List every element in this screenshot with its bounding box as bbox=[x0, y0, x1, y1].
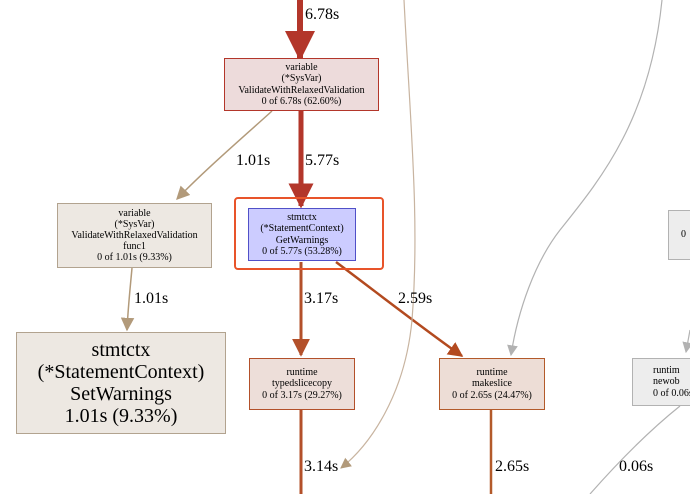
edge-top-right-to-makeslice bbox=[507, 0, 663, 357]
node-line: 0 of 0.06s bbox=[653, 387, 690, 399]
node-line: GetWarnings bbox=[275, 234, 329, 246]
node-line: 0 of 5.77s (53.28%) bbox=[262, 245, 342, 257]
edge-label-newobject-in: 0.06s bbox=[619, 458, 654, 475]
edge-label-getwarnings-to-typedslicecopy: 3.17s bbox=[304, 290, 339, 307]
edge-newobject-in bbox=[589, 405, 681, 494]
node-line: variable bbox=[285, 62, 318, 74]
node-line: ValidateWithRelaxedValidation bbox=[238, 84, 365, 96]
node-line: typedslicecopy bbox=[272, 378, 332, 390]
node-line: stmtctx bbox=[91, 339, 151, 361]
edge-label-top-in: 6.78s bbox=[305, 6, 340, 23]
node-line: (*StatementContext) bbox=[37, 361, 205, 383]
node-line: 0 of 3.17s (29.27%) bbox=[262, 389, 342, 401]
node-line: 0 of 6.78s (62.60%) bbox=[261, 95, 342, 107]
edge-getwarnings-to-makeslice bbox=[335, 261, 464, 358]
node-typedslicecopy[interactable]: runtime typedslicecopy 0 of 3.17s (29.27… bbox=[249, 358, 355, 410]
edge-func1-to-setwarnings bbox=[120, 267, 135, 332]
node-set-warnings[interactable]: stmtctx (*StatementContext) SetWarnings … bbox=[16, 332, 226, 434]
node-line: 1.01s (9.33%) bbox=[64, 405, 178, 427]
node-validate-func1[interactable]: variable (*SysVar) ValidateWithRelaxedVa… bbox=[57, 203, 212, 268]
edge-label-getwarnings-to-makeslice: 2.59s bbox=[398, 290, 433, 307]
node-newobject-partial[interactable]: runtim newob 0 of 0.06s bbox=[632, 358, 690, 406]
edge-label-func1-to-setwarnings: 1.01s bbox=[134, 290, 169, 307]
edge-label-validate-to-getwarnings: 5.77s bbox=[305, 152, 340, 169]
edge-validate-to-func1 bbox=[176, 110, 273, 200]
edge-label-typedslicecopy-out: 3.14s bbox=[304, 458, 339, 475]
focus-highlight bbox=[234, 197, 384, 270]
node-line: func1 bbox=[123, 241, 146, 253]
node-line: (*SysVar) bbox=[281, 73, 322, 85]
edge-into-newobject-right bbox=[682, 329, 690, 354]
node-line: makeslice bbox=[472, 378, 512, 390]
node-line: runtim bbox=[653, 365, 680, 377]
edge-label-validate-to-func1: 1.01s bbox=[236, 152, 271, 169]
edge-label-makeslice-out: 2.65s bbox=[495, 458, 530, 475]
node-line: 0 of 1.01s (9.33%) bbox=[97, 252, 172, 264]
node-line: 0 bbox=[681, 229, 686, 241]
node-get-warnings[interactable]: stmtctx (*StatementContext) GetWarnings … bbox=[248, 208, 356, 261]
node-right-partial[interactable]: 0 bbox=[668, 210, 690, 260]
node-line: SetWarnings bbox=[70, 383, 172, 405]
node-line: (*StatementContext) bbox=[260, 223, 344, 235]
node-line: 0 of 2.65s (24.47%) bbox=[452, 389, 532, 401]
node-validate-with-relaxed-validation[interactable]: variable (*SysVar) ValidateWithRelaxedVa… bbox=[224, 58, 379, 111]
node-line: stmtctx bbox=[287, 212, 317, 224]
node-line: runtime bbox=[476, 367, 508, 379]
node-line: variable bbox=[118, 207, 151, 219]
node-line: newob bbox=[653, 376, 680, 388]
edge-tan-long bbox=[340, 0, 416, 469]
node-line: ValidateWithRelaxedValidation bbox=[71, 229, 198, 241]
node-makeslice[interactable]: runtime makeslice 0 of 2.65s (24.47%) bbox=[439, 358, 545, 410]
node-line: (*SysVar) bbox=[114, 218, 155, 230]
node-line: runtime bbox=[286, 367, 318, 379]
